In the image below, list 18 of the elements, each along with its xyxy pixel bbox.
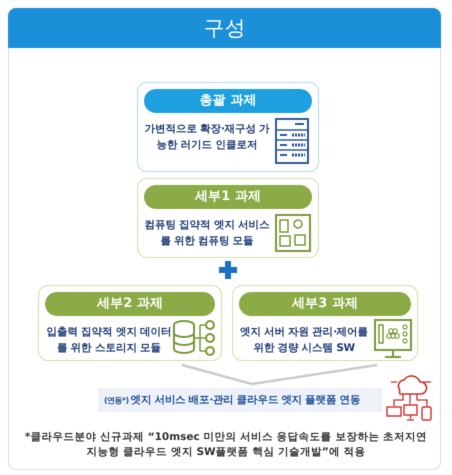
task-heading: 세부2 과제	[45, 292, 215, 316]
task-description: 컴퓨팅 집약적 엣지 서비스를 위한 컴퓨팅 모듈	[144, 218, 270, 249]
chevron-connector	[252, 364, 378, 386]
task-card	[137, 82, 319, 172]
band-text: 엣지 서비스 배포·관리 클라우드 엣지 플랫폼 연동	[130, 393, 360, 407]
task-heading: 세부1 과제	[144, 185, 312, 209]
task-card	[137, 178, 319, 258]
task-card	[232, 285, 418, 361]
title-banner: 구성	[8, 8, 441, 48]
task-heading: 총괄 과제	[144, 89, 312, 113]
tag-label: (연동*)	[104, 394, 128, 406]
task-description: 입출력 집약적 엣지 데이터를 위한 스토리지 모듈	[46, 325, 172, 356]
task-card	[38, 285, 222, 361]
footnote: *클라우드분야 신규과제 “10msec 미만의 서비스 응답속도를 보장하는 초저지연 지능형 클라우드 엣지 SW플랫폼 핵심 기술개발”에 적용	[24, 430, 428, 460]
task-description: 가변적으로 확장·재구성 가능한 러기드 인클로저	[144, 122, 270, 153]
chevron-connector	[182, 364, 252, 386]
task-description: 엣지 서버 자원 관리·제어를 위한 경량 시스템 SW	[239, 325, 369, 356]
task-heading: 세부3 과제	[239, 292, 411, 316]
